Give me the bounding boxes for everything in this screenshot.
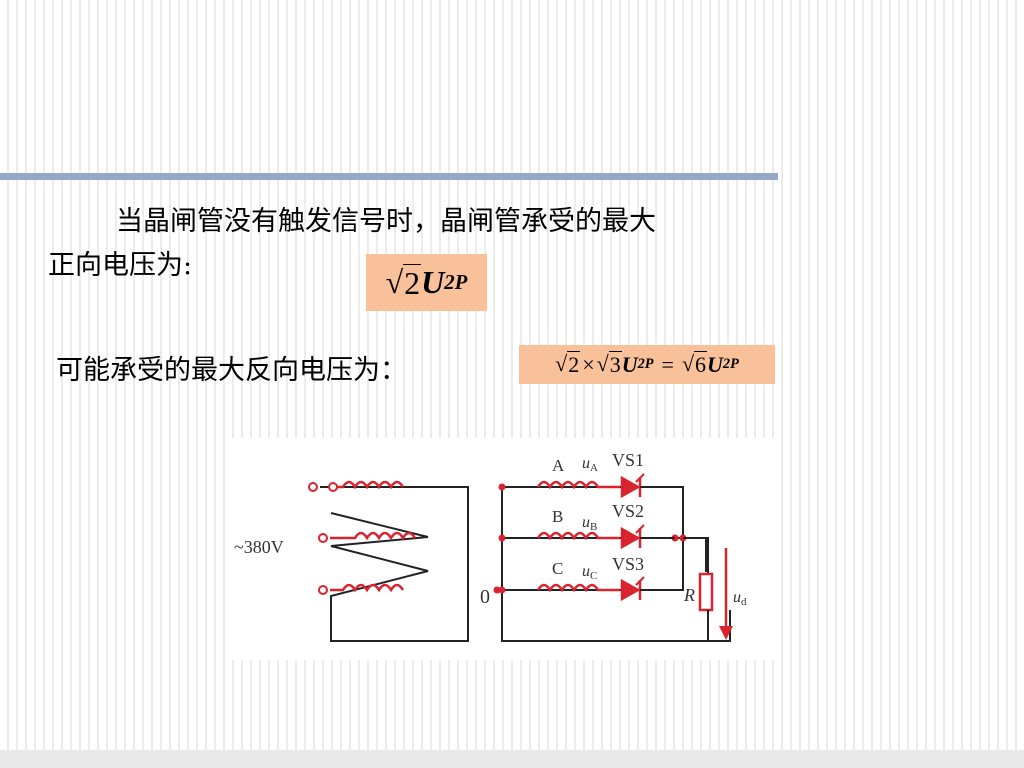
thyristors [620, 473, 683, 602]
phase-c-voltage: uC [582, 563, 597, 582]
reverse-voltage-label: 可能承受的最大反向电压为： [56, 355, 407, 386]
phase-a-voltage: uA [582, 455, 598, 474]
paragraph-line-2: 正向电压为: [48, 250, 193, 281]
vs1-label: VS1 [612, 450, 644, 470]
load-label: R [683, 585, 695, 605]
thyristor-vs1 [620, 473, 645, 499]
output-voltage-label: ud [733, 589, 747, 608]
phase-a-label: A [552, 456, 565, 475]
coils [330, 480, 620, 593]
vs3-label: VS3 [612, 554, 644, 574]
phase-c-label: C [552, 559, 563, 578]
load-resistor [683, 537, 714, 641]
wiring [320, 486, 731, 642]
slide-bottom-band [0, 750, 1024, 768]
vs2-label: VS2 [612, 501, 644, 521]
three-phase-rectifier-circuit: ~380V 0 A uA VS1 B uB VS2 C uC VS3 R ud [230, 438, 776, 660]
neutral-label: 0 [480, 586, 490, 608]
neutral-node [493, 586, 501, 594]
thyristor-vs3 [620, 576, 645, 602]
title-rule [0, 173, 778, 180]
terminal-nodes [308, 482, 338, 595]
phase-b-voltage: uB [582, 514, 597, 533]
phase-b-label: B [552, 507, 563, 526]
output-voltage-arrow [719, 548, 733, 640]
sqrt-2: √2 [385, 263, 422, 301]
thyristor-vs2 [620, 524, 645, 550]
paragraph-line-1: 当晶闸管没有触发信号时，晶闸管承受的最大 [116, 206, 656, 237]
explanation-paragraph: 当晶闸管没有触发信号时，晶闸管承受的最大 正向电压为: [48, 200, 808, 288]
circuit-diagram: ~380V 0 A uA VS1 B uB VS2 C uC VS3 R ud [234, 450, 747, 642]
source-label: ~380V [234, 537, 284, 557]
